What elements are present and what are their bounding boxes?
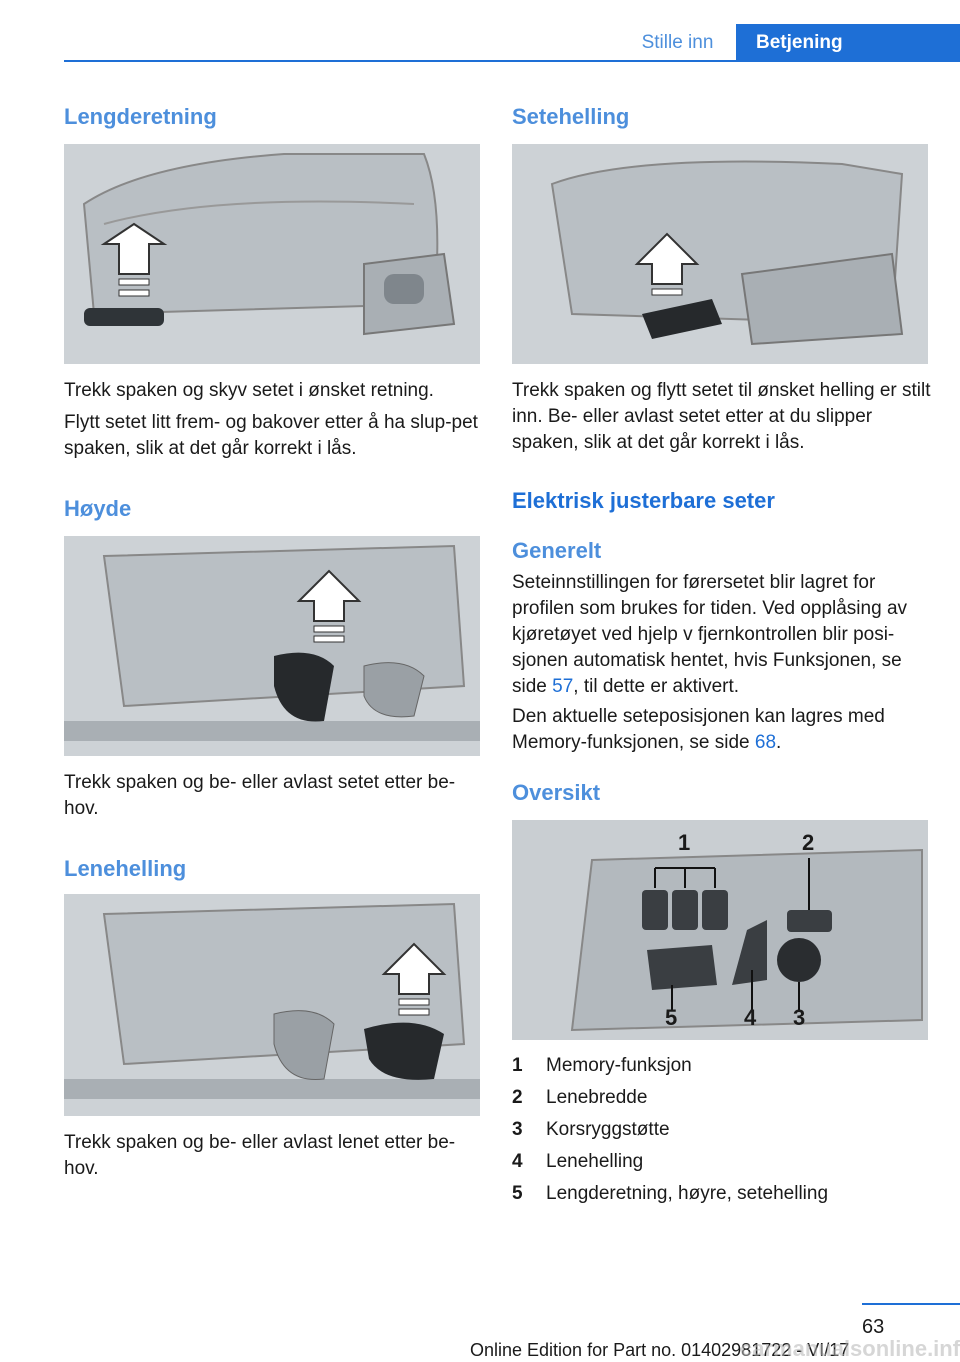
callout-5: 5: [665, 1005, 678, 1030]
section-title-setehelling: Setehelling: [512, 104, 630, 129]
text-generelt-1a: Seteinnstillingen for førersetet blir la…: [512, 572, 908, 697]
edition-note: Online Edition for Part no. 01402981722 …: [470, 1340, 850, 1360]
legend-label: Lengderetning, høyre, setehelling: [546, 1183, 829, 1204]
callout-1: 1: [678, 830, 691, 855]
text-hoyde: Trekk spaken og be- eller avlast setet e…: [64, 772, 456, 819]
text-lenehelling: Trekk spaken og be- eller avlast lenet e…: [64, 1132, 456, 1179]
footer-rule: [862, 1303, 960, 1305]
callout-3: 3: [793, 1005, 806, 1030]
legend-number: 2: [512, 1087, 523, 1108]
section-title-lengderetning: Lengderetning: [64, 104, 217, 129]
legend-number: 1: [512, 1055, 523, 1076]
legend-label: Memory-funksjon: [546, 1055, 692, 1076]
legend-item: 2 Lenebredde: [512, 1082, 932, 1114]
figure-controls-overview: 1 2 3 4 5: [512, 820, 928, 1040]
figure-seat-height: [64, 536, 480, 756]
text-lengderetning-2: Flytt setet litt frem- og bakover etter …: [64, 412, 478, 459]
legend-item: 3 Korsryggstøtte: [512, 1114, 932, 1146]
legend-item: 4 Lenehelling: [512, 1146, 932, 1178]
callout-4: 4: [744, 1005, 757, 1030]
legend-label: Lenehelling: [546, 1151, 644, 1172]
section-title-oversikt: Oversikt: [512, 780, 601, 805]
legend-item: 5 Lengderetning, høyre, setehelling: [512, 1178, 932, 1210]
section-title-generelt: Generelt: [512, 538, 602, 563]
figure-seat-backrest: [64, 894, 480, 1116]
legend-number: 3: [512, 1119, 523, 1140]
text-lengderetning-1: Trekk spaken og skyv setet i ønsket retn…: [64, 380, 434, 401]
text-setehelling: Trekk spaken og flytt setet til ønsket h…: [512, 380, 931, 453]
legend-label: Korsryggstøtte: [546, 1119, 670, 1140]
text-generelt-2a: Den aktuelle seteposisjonen kan lagres m…: [512, 706, 885, 753]
page-link-57[interactable]: 57: [552, 676, 574, 697]
legend-number: 5: [512, 1183, 523, 1204]
tab-stille-inn[interactable]: Stille inn: [641, 32, 714, 53]
figure-seat-lengthwise: [64, 144, 480, 364]
text-generelt-1b: , til dette er aktivert.: [573, 676, 740, 697]
text-generelt-2b: .: [776, 732, 782, 753]
text-generelt-2: Den aktuelle seteposisjonen kan lagres m…: [512, 704, 932, 756]
section-title-lenehelling: Lenehelling: [64, 856, 187, 881]
section-title-elektrisk: Elektrisk justerbare seter: [512, 488, 775, 513]
callout-2: 2: [802, 830, 815, 855]
tab-betjening[interactable]: Betjening: [736, 24, 960, 62]
section-title-hoyde: Høyde: [64, 496, 132, 521]
figure-seat-tilt: [512, 144, 928, 364]
page-link-68[interactable]: 68: [754, 732, 777, 753]
page-number: 63: [862, 1316, 885, 1338]
text-generelt-1: Seteinnstillingen for førersetet blir la…: [512, 570, 932, 700]
legend-item: 1 Memory-funksjon: [512, 1050, 932, 1082]
legend-label: Lenebredde: [546, 1087, 648, 1108]
watermark: carmanualsonline.info: [740, 1336, 960, 1361]
header-rule: [64, 60, 960, 62]
legend-list: 1 Memory-funksjon 2 Lenebredde 3 Korsryggst…: [512, 1050, 932, 1210]
legend-number: 4: [512, 1151, 523, 1172]
